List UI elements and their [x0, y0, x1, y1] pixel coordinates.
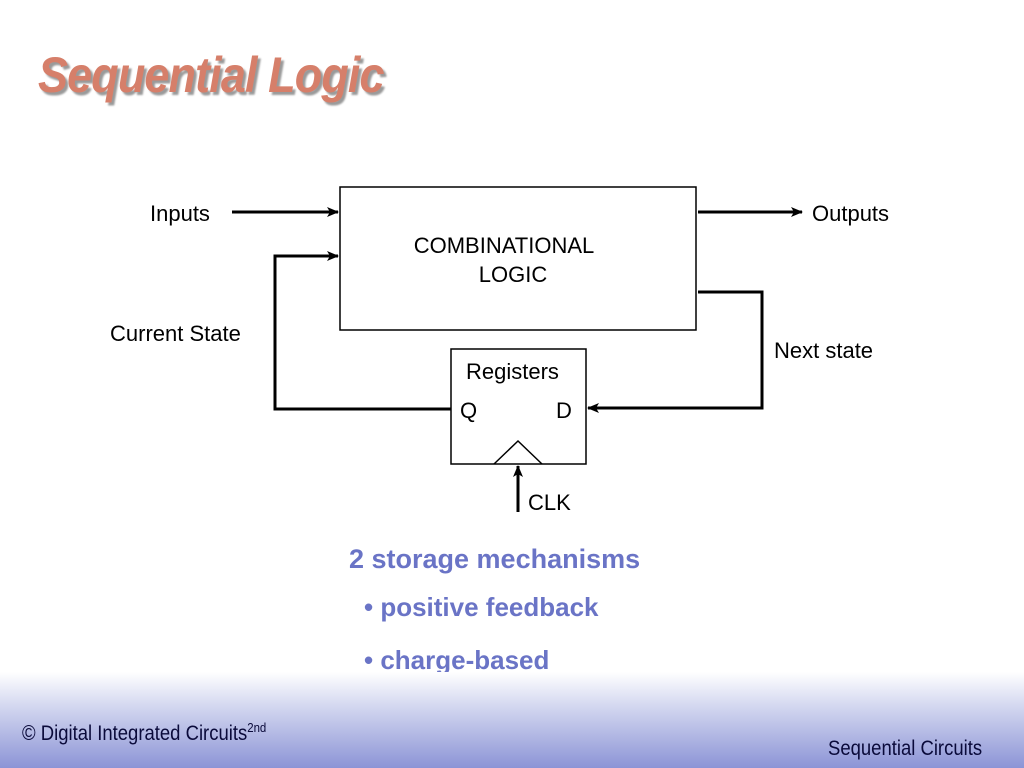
registers-block	[450, 348, 587, 465]
next-state-label: Next state	[774, 338, 873, 363]
footer-copyright: © Digital Integrated Circuits2nd	[22, 720, 266, 746]
register-d-label: D	[556, 398, 572, 423]
slide-title: Sequential Logic	[38, 47, 385, 103]
clock-edge-symbol	[493, 439, 543, 465]
inputs-label: Inputs	[150, 201, 210, 226]
clk-label: CLK	[528, 490, 571, 515]
storage-heading: 2 storage mechanisms	[349, 544, 641, 574]
registers-label: Registers	[466, 359, 559, 384]
storage-item-charge-based: • charge-based	[364, 645, 550, 675]
combinational-logic-block	[339, 186, 697, 331]
combinational-label-line1: COMBINATIONAL	[414, 233, 595, 258]
footer-section-title: Sequential Circuits	[827, 737, 982, 760]
footer-edition-superscript: 2nd	[247, 720, 267, 735]
next-state-line	[587, 290, 764, 413]
footer-copyright-text: © Digital Integrated Circuits	[22, 722, 248, 745]
current-state-feedback-line	[273, 251, 451, 411]
combinational-label-line2: LOGIC	[479, 262, 548, 287]
footer-band	[0, 672, 1024, 768]
register-q-label: Q	[460, 398, 477, 423]
outputs-label: Outputs	[812, 201, 889, 226]
storage-item-positive-feedback: • positive feedback	[364, 592, 599, 622]
current-state-label: Current State	[110, 321, 241, 346]
